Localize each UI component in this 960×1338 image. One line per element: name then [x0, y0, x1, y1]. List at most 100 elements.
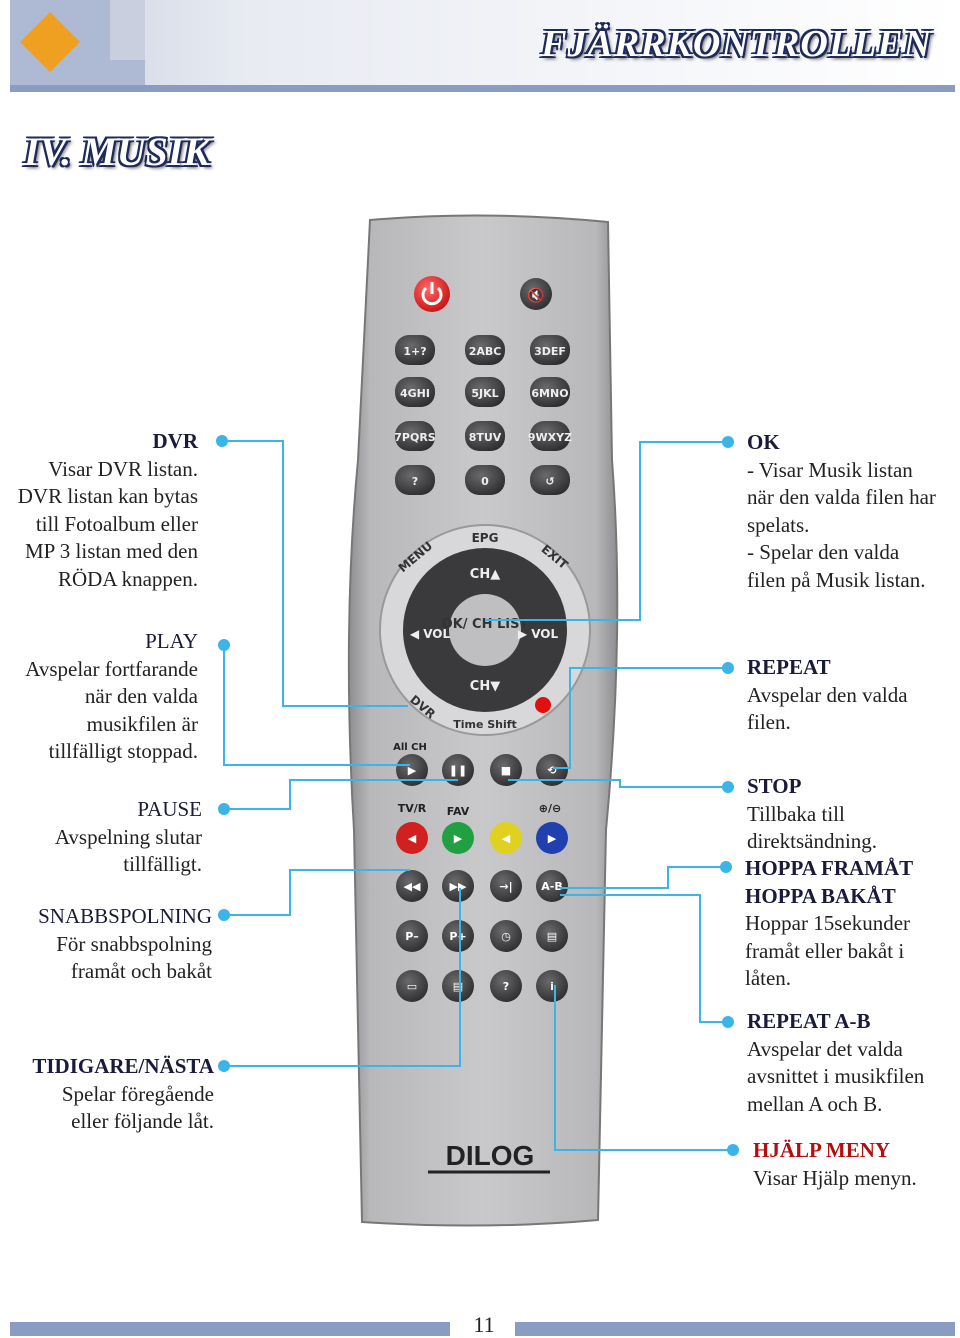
- remote-key-glyph: ❚❚: [449, 764, 467, 777]
- callout-heading: PLAY: [145, 629, 198, 653]
- callout-line: filen.: [747, 710, 791, 734]
- remote-key: ⟲: [536, 754, 568, 786]
- number-key-label: 9WXYZ: [528, 431, 572, 444]
- number-key-label: 0: [481, 475, 489, 488]
- remote-key: ❚❚: [442, 754, 474, 786]
- callout-line: musikfilen är: [86, 711, 198, 736]
- callout-line: För snabbspolning: [56, 931, 212, 956]
- number-key: 2ABC: [465, 335, 505, 365]
- record-icon: [535, 697, 551, 713]
- number-key: 3DEF: [530, 335, 570, 365]
- remote-key: ◷: [490, 920, 522, 952]
- callout-heading: HOPPA FRAMÅT: [745, 856, 914, 880]
- number-key-label: 4GHI: [400, 387, 430, 400]
- remote-key-glyph: ◷: [501, 930, 511, 943]
- number-key: 6MNO: [530, 377, 570, 407]
- ok-callout: OK - Visar Musik listan när den valda fi…: [747, 429, 936, 594]
- remote-key-glyph: i: [550, 980, 554, 993]
- page-header-title: FJÄRRKONTROLLEN: [541, 23, 932, 65]
- callout-line: framåt eller bakåt i: [745, 938, 905, 963]
- callout-line: Tillbaka till: [747, 801, 845, 826]
- fast-forward-callout: SNABBSPOLNING För snabbspolning framåt o…: [38, 903, 212, 986]
- fav-label: FAV: [447, 805, 470, 818]
- callout-heading: DVR: [152, 429, 199, 453]
- all-ch-label: All CH: [393, 742, 427, 753]
- remote-key: ▤: [536, 920, 568, 952]
- remote-key: ▶: [396, 754, 428, 786]
- remote-key-glyph: →|: [499, 880, 512, 893]
- number-key-label: 1+?: [403, 345, 426, 358]
- number-key: 8TUV: [465, 421, 505, 451]
- pause-callout: PAUSE Avspelning slutar tillfälligt.: [55, 796, 202, 879]
- remote-key-glyph: ▤: [453, 980, 463, 993]
- number-key-label: ↺: [545, 475, 554, 488]
- remote-key: P+: [442, 920, 474, 952]
- section-title: IV. MUSIK: [24, 129, 211, 174]
- stop-callout: STOP Tillbaka till direktsändning.: [747, 773, 877, 856]
- timeshift-label: Time Shift: [453, 718, 517, 731]
- remote-key-glyph: ▭: [407, 980, 417, 993]
- vol-right-label: ▶ VOL: [518, 627, 559, 641]
- callout-line: Hoppar 15sekunder: [745, 911, 911, 935]
- footer-bar-left: [10, 1322, 450, 1336]
- remote-key: ▶: [442, 822, 474, 854]
- callout-line: - Visar Musik listan: [747, 457, 913, 482]
- callout-line: tillfälligt stoppad.: [48, 739, 198, 763]
- callout-line: Avspelning slutar: [54, 824, 202, 849]
- callout-heading: TIDIGARE/NÄSTA: [32, 1054, 214, 1078]
- mute-icon: 🔇: [520, 278, 552, 310]
- play-callout: PLAY Avspelar fortfarande när den valda …: [25, 628, 198, 766]
- remote-key-glyph: ▶: [454, 832, 463, 845]
- remote-key-glyph: ⟲: [547, 764, 556, 777]
- brand-logo-text: DILOG: [446, 1140, 535, 1171]
- number-key: 4GHI: [395, 377, 435, 407]
- remote-key: ◀: [490, 822, 522, 854]
- callout-line: mellan A och B.: [747, 1091, 883, 1116]
- remote-key-glyph: ◀◀: [404, 880, 421, 893]
- number-key: 0: [465, 465, 505, 495]
- remote-key-glyph: ◀: [502, 832, 511, 845]
- dvr-callout: DVR Visar DVR listan. DVR listan kan byt…: [18, 428, 198, 593]
- callout-line: Avspelar fortfarande: [25, 656, 198, 681]
- remote-key-glyph: ▶▶: [450, 880, 467, 893]
- remote-key: ◀: [396, 822, 428, 854]
- callout-heading: REPEAT: [747, 655, 831, 679]
- callout-line: Visar Hjälp menyn.: [753, 1165, 917, 1190]
- callout-line: när den valda: [84, 684, 198, 708]
- svg-text:🔇: 🔇: [527, 287, 544, 304]
- number-key: 9WXYZ: [528, 421, 572, 451]
- callout-line: DVR listan kan bytas: [17, 484, 198, 508]
- transport-keys: ▶❚❚■⟲◀▶◀▶◀◀▶▶→|A-BP–P+◷▤▭▤?i: [396, 754, 568, 1002]
- remote-key: ▭: [396, 970, 428, 1002]
- remote-key: ◀◀: [396, 870, 428, 902]
- callout-line: direktsändning.: [747, 829, 878, 853]
- remote-key: ■: [490, 754, 522, 786]
- ch-down-label: CH▼: [470, 679, 500, 694]
- callout-line: Spelar föregående: [61, 1081, 214, 1106]
- prev-next-callout: TIDIGARE/NÄSTA Spelar föregående eller f…: [32, 1053, 214, 1136]
- remote-key-glyph: ◀: [408, 832, 417, 845]
- callout-line: RÖDA knappen.: [58, 566, 198, 591]
- remote-key-glyph: ■: [501, 764, 511, 777]
- number-key-label: 6MNO: [531, 387, 568, 400]
- callout-line: eller följande låt.: [71, 1109, 214, 1133]
- power-icon: [414, 276, 450, 312]
- callout-line: Avspelar det valda: [747, 1036, 903, 1061]
- number-key: 1+?: [395, 335, 435, 365]
- callout-line: filen på Musik listan.: [747, 567, 926, 592]
- callout-line: spelats.: [747, 512, 810, 537]
- remote-key-glyph: ?: [503, 980, 509, 993]
- callout-heading: PAUSE: [137, 797, 202, 821]
- number-key-label: 7PQRS: [394, 431, 436, 444]
- callout-line: tillfälligt.: [123, 852, 202, 876]
- number-key-label: ?: [412, 475, 418, 488]
- callout-heading: SNABBSPOLNING: [38, 904, 212, 928]
- remote-key: ▶▶: [442, 870, 474, 902]
- remote-key-glyph: ▶: [408, 764, 417, 777]
- remote-key-glyph: ▤: [547, 930, 557, 943]
- vol-left-label: ◀ VOL: [410, 627, 451, 641]
- callout-heading: REPEAT A-B: [747, 1009, 871, 1033]
- number-key-label: 8TUV: [469, 431, 502, 444]
- callout-line: avsnittet i musikfilen: [747, 1064, 925, 1088]
